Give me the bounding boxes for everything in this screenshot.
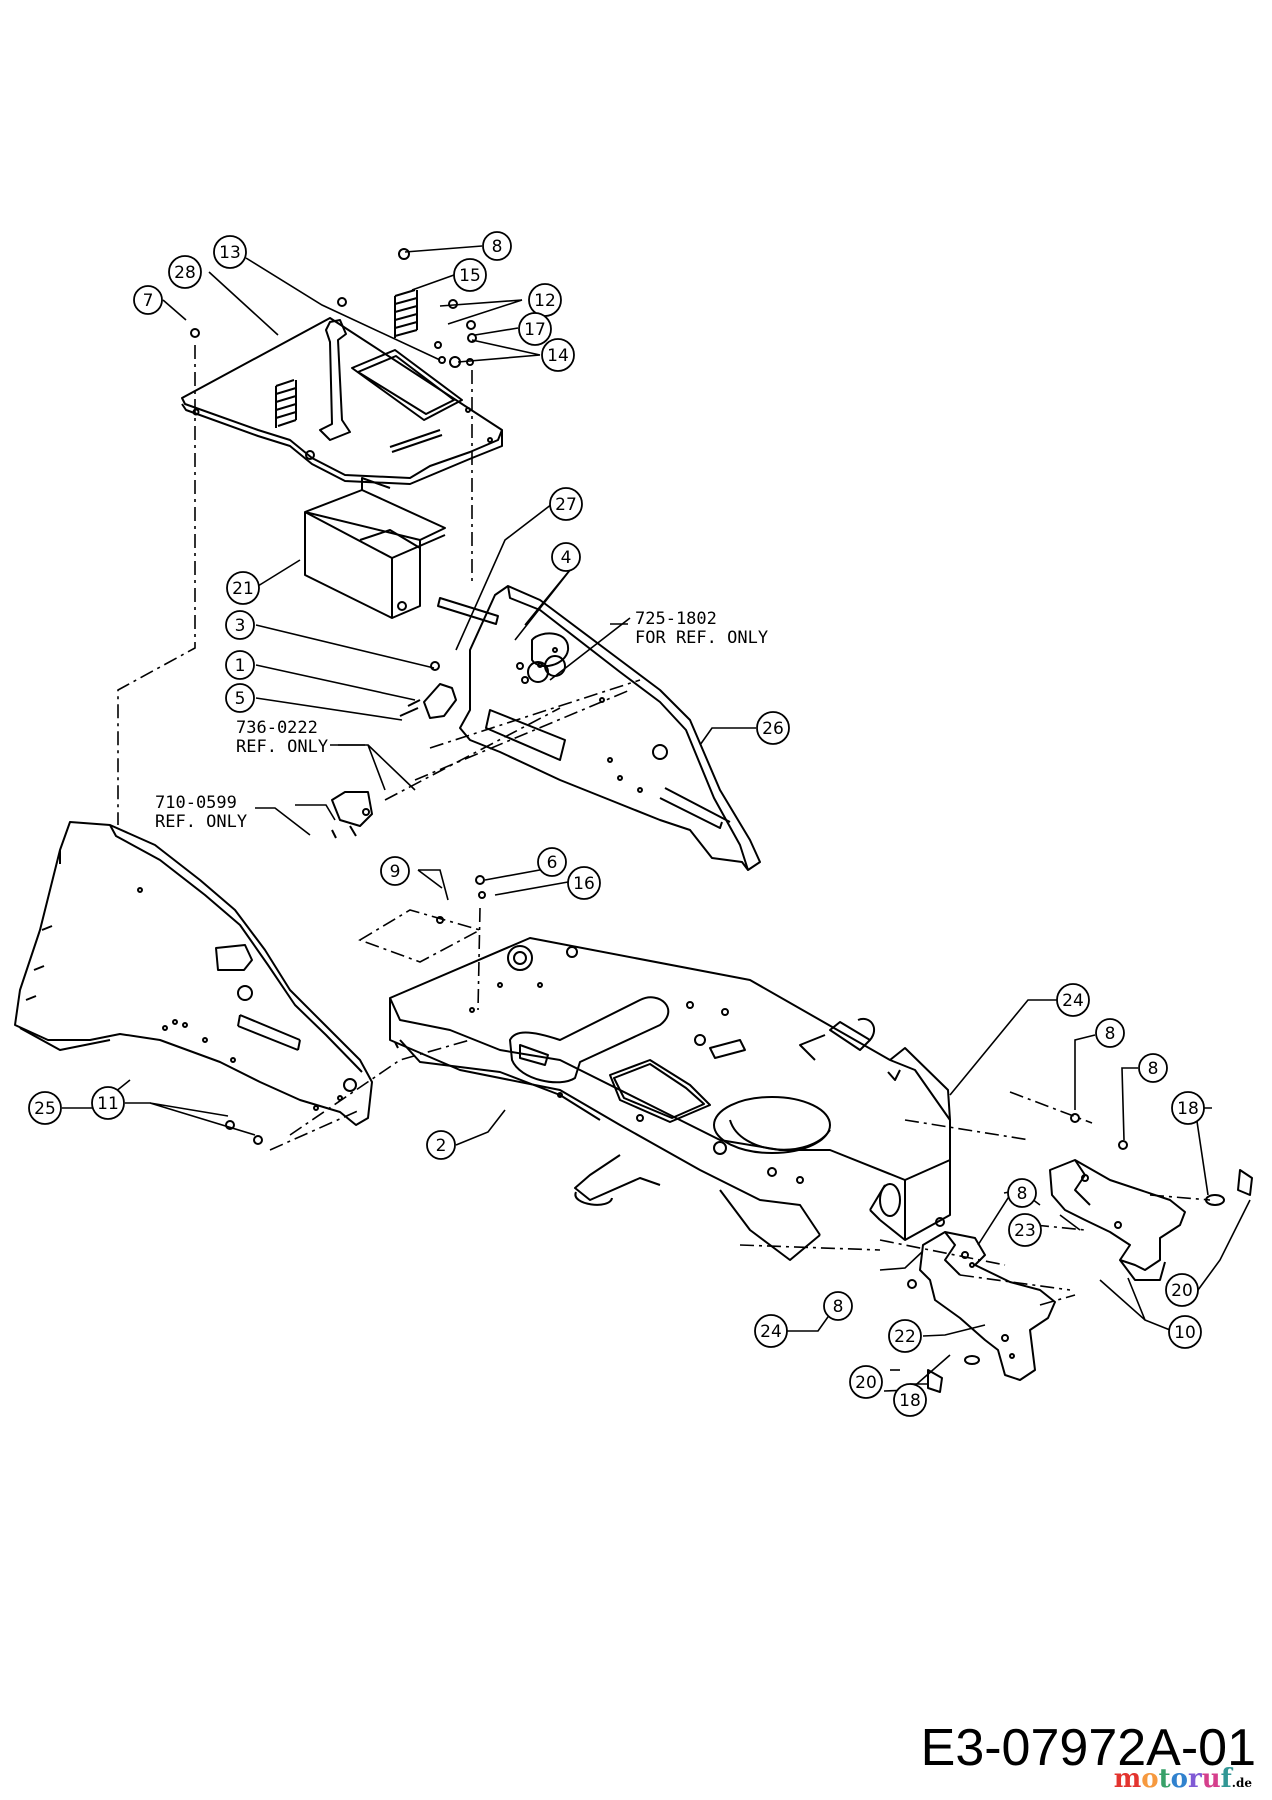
svg-text:7: 7 [143,291,154,311]
watermark-logo: motoruf.de [1114,1764,1252,1794]
svg-text:24: 24 [1062,991,1084,1011]
axle-bracket-22 [919,1231,1056,1381]
ref-710-0599-note: REF. ONLY [155,812,247,832]
callout-23: 23 [1008,1213,1042,1247]
svg-text:12: 12 [534,291,556,311]
battery-tray-plate [181,248,503,485]
callout-18-right: 18 [1171,1091,1205,1125]
svg-text:8: 8 [492,237,503,257]
callout-15: 15 [453,258,487,292]
callout-17: 17 [518,312,552,346]
callout-5: 5 [225,683,255,713]
svg-text:5: 5 [235,689,246,709]
svg-text:4: 4 [561,548,572,568]
left-side-panel [14,821,373,1126]
ref-725-1802-note: FOR REF. ONLY [635,628,768,648]
callout-7: 7 [133,285,163,315]
svg-text:18: 18 [899,1391,921,1411]
ref-736-0222-number: 736-0222 [236,718,318,738]
right-side-panel [459,585,761,871]
callout-9: 9 [380,856,410,886]
svg-text:26: 26 [762,719,784,739]
svg-text:6: 6 [547,853,558,873]
svg-text:11: 11 [97,1094,119,1114]
svg-text:23: 23 [1014,1221,1036,1241]
main-frame [389,937,951,1261]
callout-8-right-a: 8 [1095,1018,1125,1048]
ref-736-0222-note: REF. ONLY [236,737,328,757]
callout-18-low: 18 [893,1383,927,1417]
callout-11: 11 [91,1086,125,1120]
reference-leaders [255,623,628,836]
callout-4: 4 [551,542,581,572]
svg-text:1: 1 [235,656,246,676]
callout-6: 6 [537,847,567,877]
svg-text:17: 17 [524,320,546,340]
callout-8-mid: 8 [1007,1178,1037,1208]
callout-25: 25 [28,1091,62,1125]
svg-text:28: 28 [174,263,196,283]
callout-10: 10 [1168,1315,1202,1349]
svg-text:14: 14 [547,346,569,366]
callout-3: 3 [225,610,255,640]
svg-text:16: 16 [573,874,595,894]
hardware [190,328,1253,1393]
callout-20-right: 20 [1165,1273,1199,1307]
svg-text:8: 8 [1105,1024,1116,1044]
callout-24-top: 24 [1056,983,1090,1017]
callout-13: 13 [213,235,247,269]
watermark-suffix: .de [1231,1776,1252,1790]
callout-1: 1 [225,650,255,680]
callout-20-low: 20 [849,1365,883,1399]
svg-text:13: 13 [219,243,241,263]
callout-22: 22 [888,1319,922,1353]
svg-text:8: 8 [833,1297,844,1317]
callout-27: 27 [549,487,583,521]
leader-lines [62,245,1251,1392]
switch-bracket [331,597,529,839]
svg-text:8: 8 [1017,1184,1028,1204]
callout-2: 2 [426,1130,456,1160]
assembly-lines [117,345,1211,1306]
svg-text:9: 9 [390,862,401,882]
svg-text:18: 18 [1177,1099,1199,1119]
svg-text:2: 2 [436,1136,447,1156]
watermark-name: motoruf [1113,1764,1232,1794]
svg-text:27: 27 [555,495,577,515]
reference-labels: 725-1802 FOR REF. ONLY 736-0222 REF. ONL… [155,609,768,832]
callout-12: 12 [528,283,562,317]
callout-16: 16 [567,866,601,900]
svg-text:15: 15 [459,266,481,286]
svg-text:3: 3 [235,616,246,636]
callout-8-right-b: 8 [1138,1053,1168,1083]
ref-725-1802-number: 725-1802 [635,609,717,629]
callout-21: 21 [226,571,260,605]
svg-text:20: 20 [1171,1281,1193,1301]
ref-710-0599-number: 710-0599 [155,793,237,813]
callouts: 1 2 3 4 5 6 7 8 8 8 8 8 9 10 11 12 13 14… [28,231,1205,1417]
battery-box [304,477,446,619]
callout-8-low: 8 [823,1291,853,1321]
svg-text:22: 22 [894,1327,916,1347]
svg-text:25: 25 [34,1099,56,1119]
drawing-number: E3-07972A-01 [920,1719,1256,1777]
axle-bracket-23 [1049,1159,1186,1281]
svg-text:10: 10 [1174,1323,1196,1343]
callout-24-low: 24 [754,1314,788,1348]
callout-8-top: 8 [482,231,512,261]
svg-text:24: 24 [760,1322,782,1342]
callout-14: 14 [541,338,575,372]
svg-text:8: 8 [1148,1059,1159,1079]
svg-text:21: 21 [232,579,254,599]
svg-text:20: 20 [855,1373,877,1393]
callout-26: 26 [756,711,790,745]
callout-28: 28 [168,255,202,289]
